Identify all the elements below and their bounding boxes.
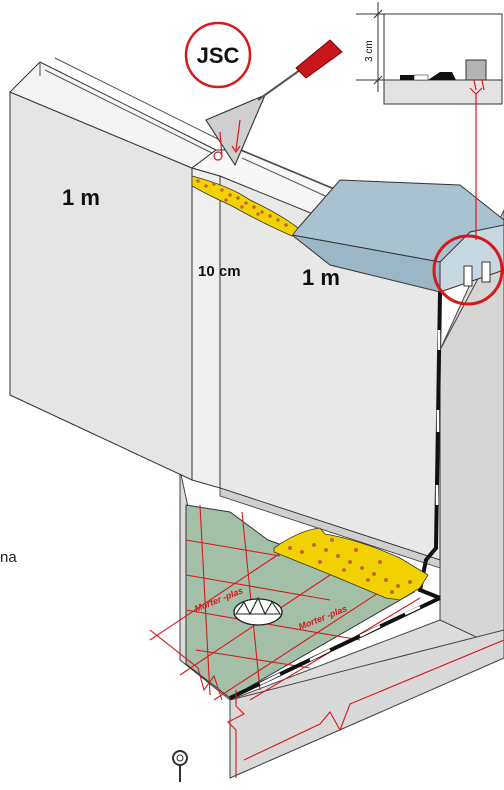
floor-membrane: Morter -plas Morter -plas [149,504,421,701]
detail-height-label: 3 cm [364,40,375,62]
ground-block [179,209,504,779]
floor-edge-trim [229,596,441,700]
adhesive-bottom [273,527,429,601]
jsc-callout: JSC [184,21,252,89]
side-text-fragment: na [0,549,17,566]
adhesive-top [191,175,299,237]
drain-icon [233,596,283,626]
trowel-icon [205,39,343,167]
jsc-label: JSC [197,43,240,68]
thickness-label: 10 cm [198,263,241,280]
detail-marker-circle [432,234,504,306]
corner-edge-trim [417,291,442,600]
break-lines [149,629,504,778]
panel-left-width-label: 1 m [62,185,100,210]
anchor-ring-icon [172,750,188,782]
detail-inset: 3 cm [356,2,503,240]
panel-right-width-label: 1 m [302,265,340,290]
